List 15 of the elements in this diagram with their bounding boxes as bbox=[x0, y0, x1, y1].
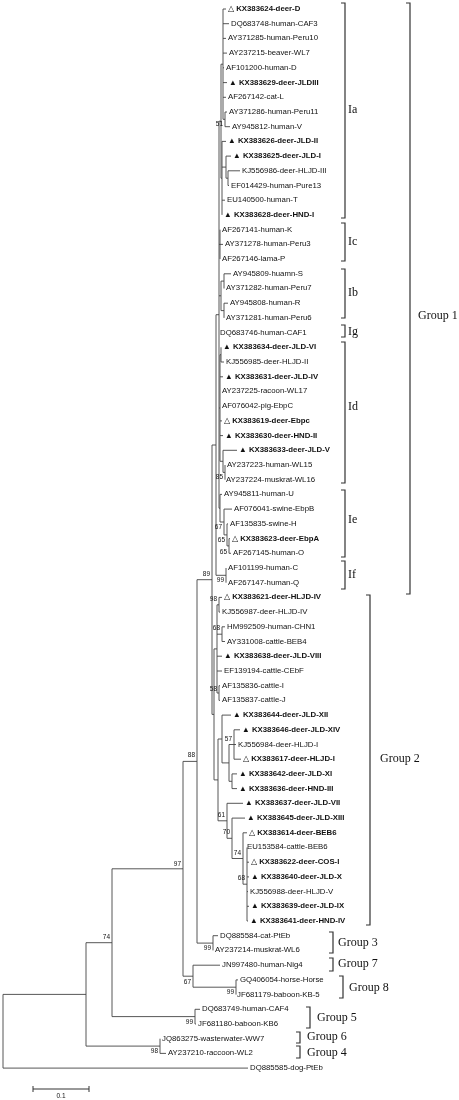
clade-label: Ib bbox=[348, 286, 358, 300]
clade-label: Group 2 bbox=[380, 752, 420, 766]
clade-label: Ia bbox=[348, 103, 358, 117]
clade-label: If bbox=[348, 568, 356, 582]
clade-label: Group 3 bbox=[338, 936, 378, 950]
clade-label: Group 5 bbox=[317, 1011, 357, 1025]
clade-label: Group 4 bbox=[307, 1046, 347, 1060]
clade-label: Ic bbox=[348, 235, 358, 249]
clade-label: Group 6 bbox=[307, 1030, 347, 1044]
clade-label: Group 8 bbox=[349, 981, 389, 995]
clade-label: Group 1 bbox=[418, 309, 458, 323]
clade-label: Ig bbox=[348, 325, 358, 339]
clade-label: Id bbox=[348, 400, 358, 414]
clade-label: Ie bbox=[348, 513, 358, 527]
clade-label: Group 7 bbox=[338, 957, 378, 971]
